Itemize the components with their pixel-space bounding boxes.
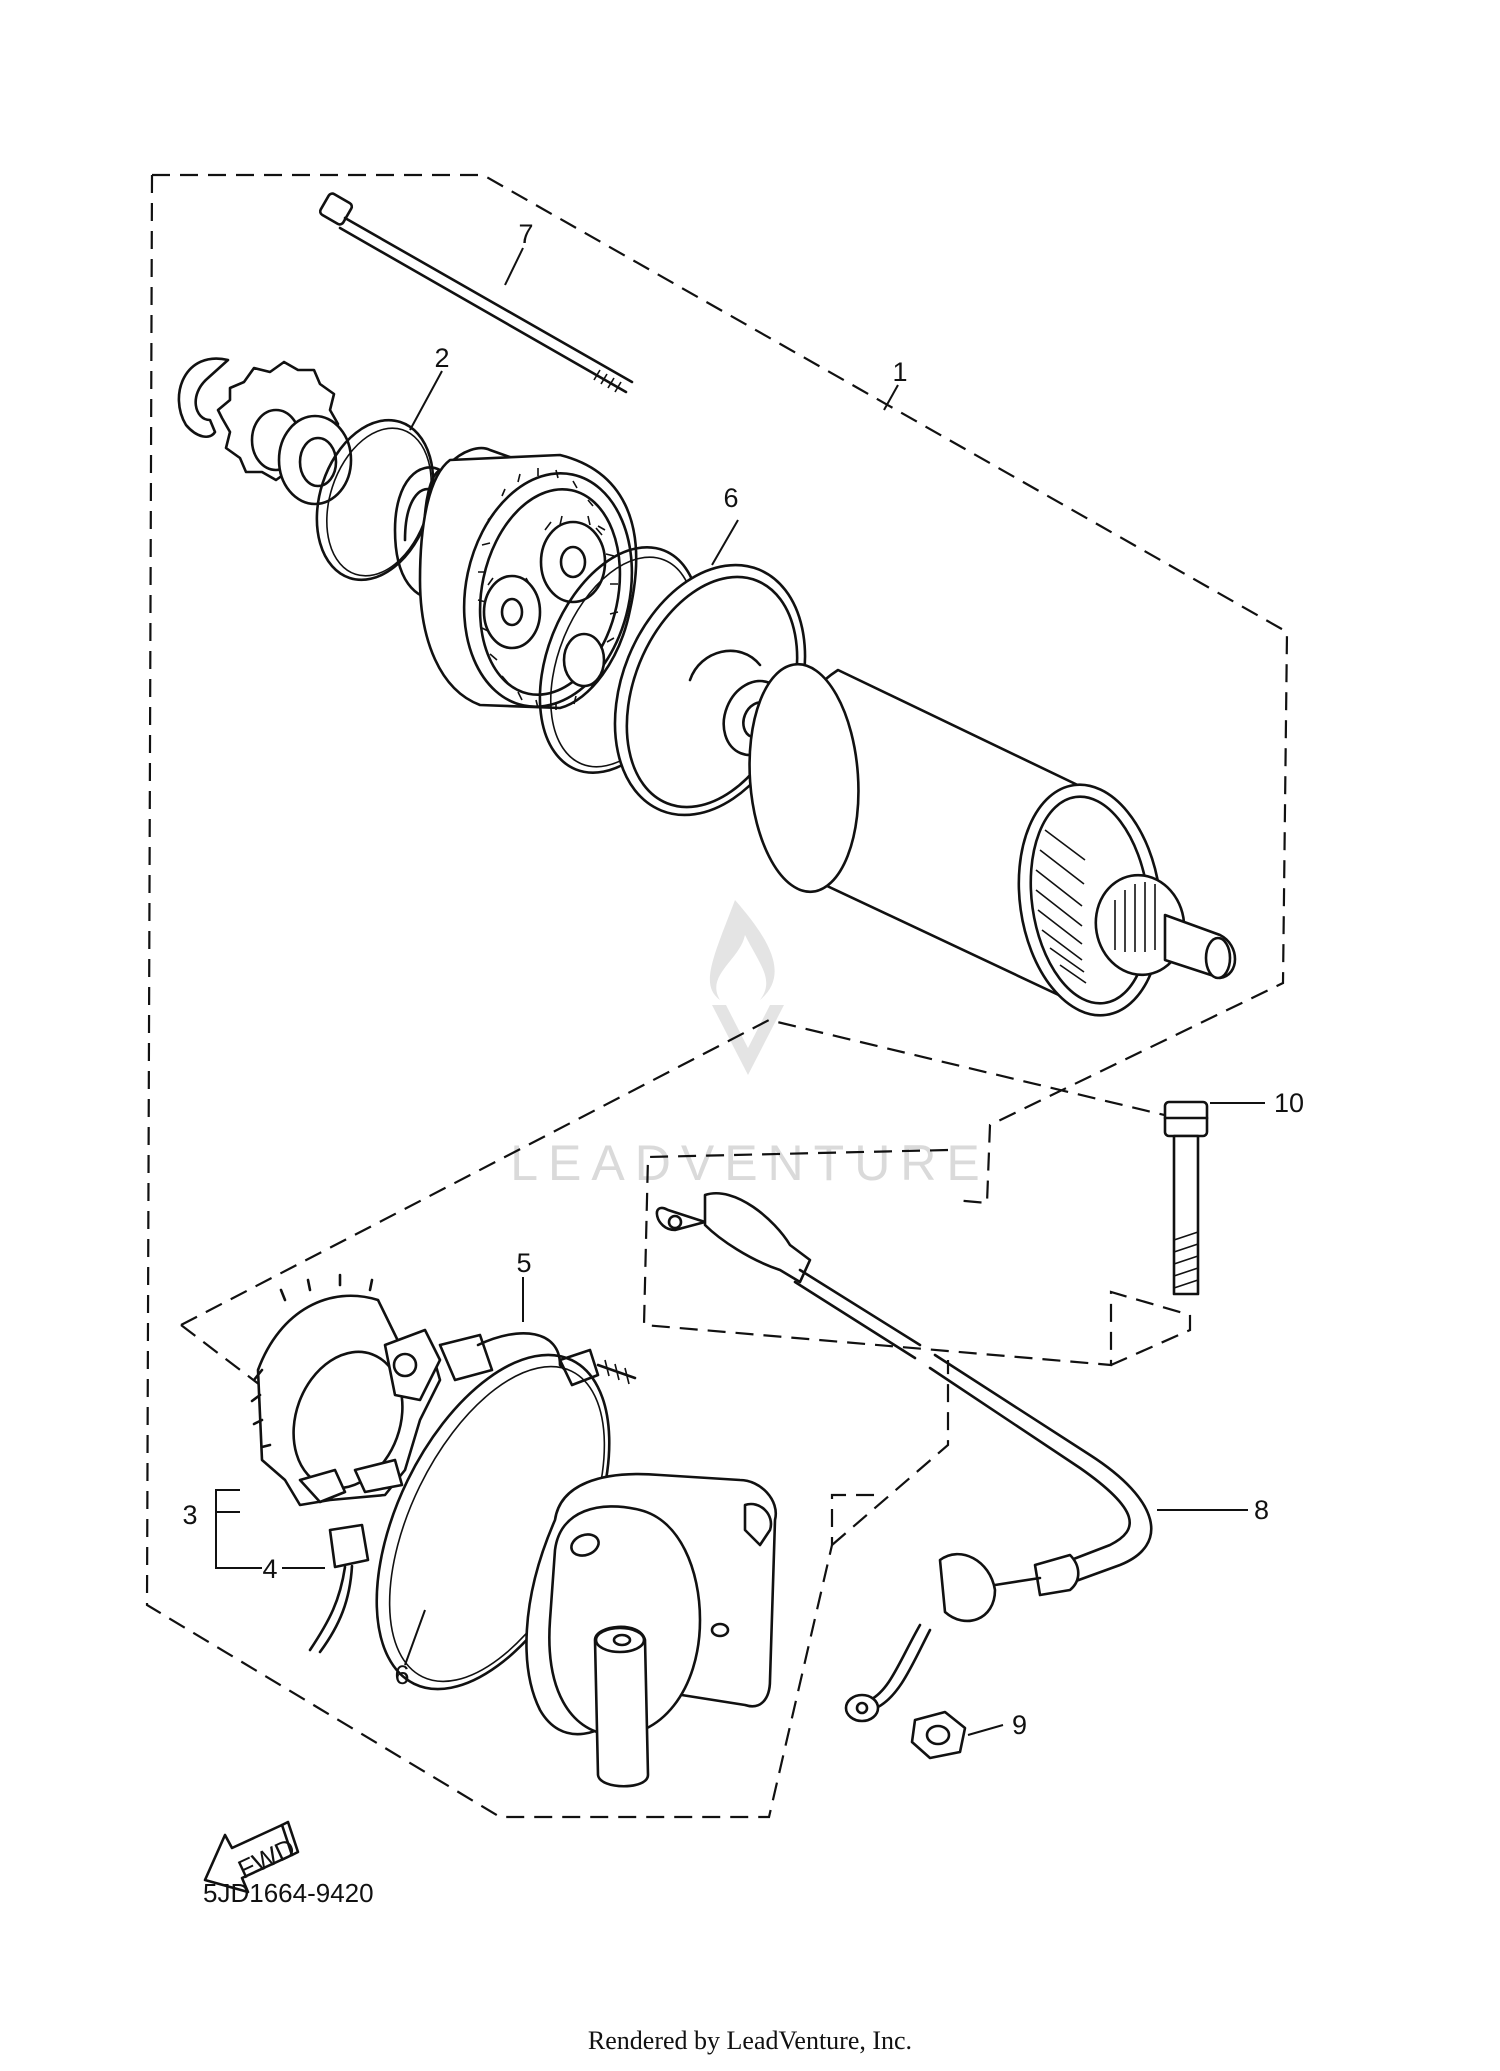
cable-lead[interactable] [655,1192,1153,1723]
commutator[interactable] [1088,868,1237,982]
leadventure-watermark: LEADVENTURE [510,900,990,1191]
brush[interactable] [308,1523,370,1654]
callout-6-bottom: 6 [394,1660,409,1690]
brush-wire[interactable] [438,1332,637,1387]
lower-right-guide [831,1360,950,1546]
watermark-text: LEADVENTURE [510,1135,990,1191]
leader-lines [215,247,1265,1736]
inner-outline [642,1148,1191,1367]
callout-1: 1 [892,357,907,387]
nut[interactable] [910,1710,967,1760]
washer[interactable] [277,414,353,506]
front-cover-gear-housing[interactable] [393,446,653,722]
bolt-outline [1110,1315,1192,1367]
circlip[interactable] [177,357,230,439]
callout-4: 4 [262,1554,277,1584]
brush-holder[interactable] [250,1273,442,1507]
diagram-part-code: 5JD1664-9420 [203,1878,374,1908]
left-outline [145,174,877,1819]
callout-5: 5 [516,1248,531,1278]
callout-7: 7 [518,219,533,249]
callout-9: 9 [1012,1710,1027,1740]
motor-yoke[interactable] [742,661,1175,1025]
callout-8: 8 [1254,1495,1269,1525]
callout-3: 3 [182,1500,197,1530]
rear-cover[interactable] [525,1472,778,1788]
through-bolt[interactable] [318,192,634,394]
lower-guide [180,1324,261,1386]
callout-2: 2 [434,343,449,373]
bolt-long[interactable] [1163,1100,1209,1296]
upper-assembly-outline [152,173,1289,1205]
callout-6-top: 6 [723,483,738,513]
rendered-by-footer: Rendered by LeadVenture, Inc. [588,2026,912,2055]
callout-10: 10 [1274,1088,1304,1118]
